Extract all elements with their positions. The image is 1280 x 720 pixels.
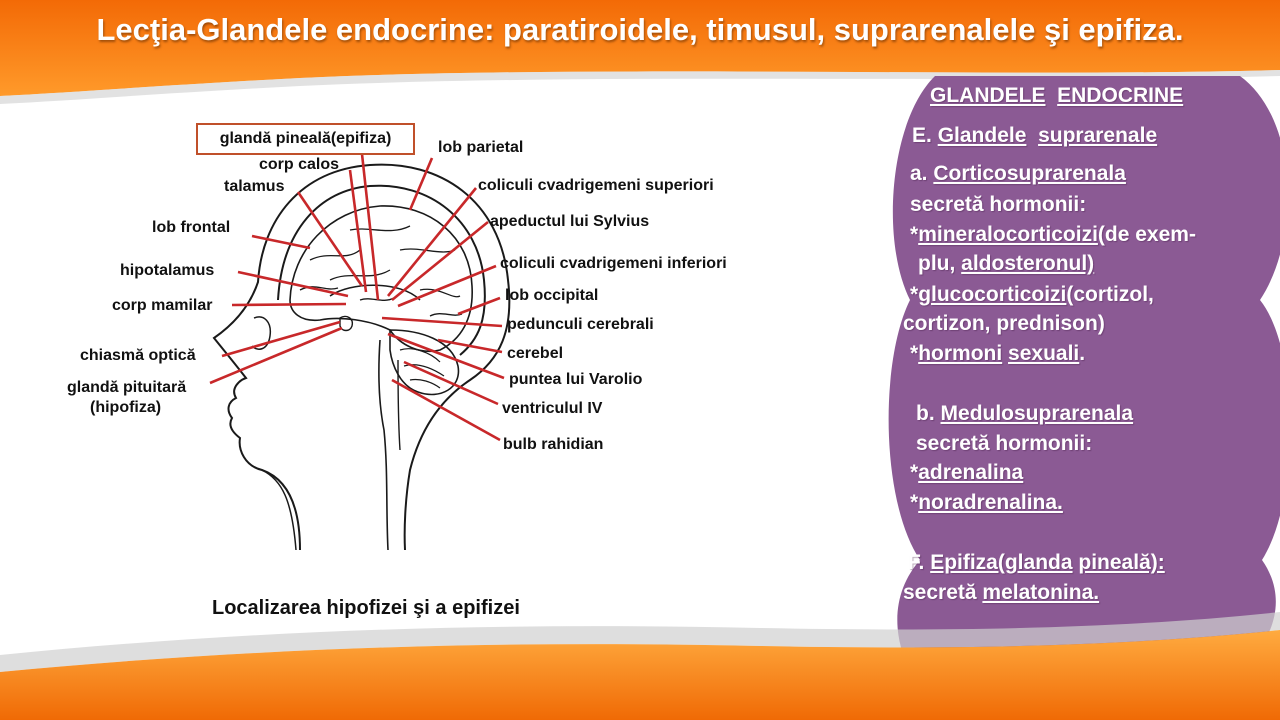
- label-apeductul: apeductul lui Sylvius: [490, 213, 650, 230]
- label-hipofiza: (hipofiza): [90, 399, 162, 416]
- label-lob-parietal: lob parietal: [438, 139, 524, 156]
- label-cerebel: cerebel: [507, 345, 564, 362]
- brain-cortex: [289, 205, 473, 352]
- label-bulb: bulb rahidian: [503, 436, 604, 453]
- item-adrenalina: *adrenalina: [910, 461, 1024, 484]
- purple-panel: [888, 76, 1280, 660]
- top-banner: [0, 0, 1280, 96]
- label-coliculi-inferiori: coliculi cvadrigemeni inferiori: [500, 255, 727, 272]
- section-a-title: a. Corticosuprarenala: [910, 162, 1126, 185]
- item-cortizon: cortizon, prednison): [903, 312, 1105, 335]
- cerebellum-folia: [399, 348, 445, 389]
- section-f-melatonina: secretă melatonina.: [903, 581, 1100, 604]
- brainstem: [378, 339, 389, 551]
- section-f-title: F. Epifiza(glanda pineală):: [908, 551, 1165, 574]
- corpus-callosum: [329, 284, 421, 301]
- section-b-title: b. Medulosuprarenala: [916, 402, 1134, 425]
- label-lob-occipital: lob occipital: [505, 287, 599, 304]
- sulci-1: [309, 225, 461, 298]
- label-ventriculul: ventriculul IV: [502, 400, 603, 417]
- label-hipotalamus: hipotalamus: [120, 262, 215, 279]
- label-puntea: puntea lui Varolio: [509, 371, 643, 388]
- item-mineralocorticoizi: *mineralocorticoizi(de exem-: [910, 223, 1196, 246]
- neck-front: [261, 469, 297, 551]
- label-chiasma-optica: chiasmă optică: [80, 347, 196, 364]
- bottom-wave: [0, 630, 1280, 720]
- panel-heading: GLANDELE ENDOCRINE: [930, 84, 1184, 107]
- ear: [251, 316, 272, 350]
- label-corp-mamilar: corp mamilar: [112, 297, 213, 314]
- label-coliculi-superiori: coliculi cvadrigemeni superiori: [478, 177, 714, 194]
- label-lob-frontal: lob frontal: [152, 219, 231, 236]
- diagram-caption: Localizarea hipofizei şi a epifizei: [212, 597, 520, 619]
- section-e-title: E. Glandele suprarenale: [912, 124, 1158, 147]
- label-corp-calos: corp calos: [259, 156, 340, 173]
- item-aldosteronul: plu, aldosteronul): [918, 252, 1095, 275]
- brainstem-2: [397, 359, 401, 451]
- item-hormoni-sexuali: *hormoni sexuali.: [910, 342, 1086, 365]
- skull-inner: [277, 184, 486, 356]
- head-outline: [212, 163, 511, 551]
- leader-lines: [209, 153, 505, 442]
- bottom-wave-shadow: [0, 612, 1280, 672]
- section-a-secreta: secretă hormonii:: [910, 193, 1087, 216]
- section-b-secreta: secretă hormonii:: [916, 432, 1093, 455]
- label-glanda-pituitara: glandă pituitară: [67, 379, 187, 396]
- slide-title: Lecţia-Glandele endocrine: paratiroidele…: [96, 12, 1184, 47]
- pineal-gland-label-box: glandă pineală(epifiza): [196, 123, 415, 155]
- item-glucocorticoizi: *glucocorticoizi(cortizol,: [910, 283, 1154, 306]
- item-noradrenalina: *noradrenalina.: [910, 491, 1063, 514]
- label-pedunculi: pedunculi cerebrali: [507, 316, 654, 333]
- label-talamus: talamus: [224, 178, 285, 195]
- cerebellum: [389, 329, 460, 396]
